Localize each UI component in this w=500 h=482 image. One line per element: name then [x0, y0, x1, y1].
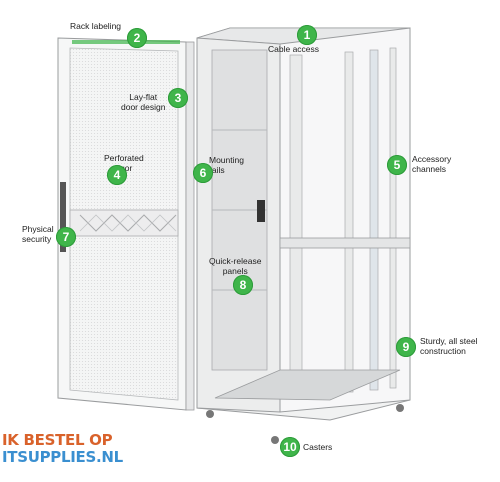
- watermark-line-1: IK BESTEL OP: [2, 431, 113, 449]
- callout-badge-1: 1: [297, 25, 317, 45]
- watermark-line-2: ITSUPPLIES.NL: [2, 448, 123, 466]
- callout-label-physical-security: Physical security: [22, 224, 54, 244]
- callout-label-accessory-channels: Accessory channels: [412, 154, 452, 174]
- rack-label-strip: [72, 40, 180, 44]
- callout-badge-7: 7: [56, 227, 76, 247]
- callout-label-lay-flat-door: Lay-flat door design: [121, 92, 166, 112]
- callout-badge-3: 3: [168, 88, 188, 108]
- callout-badge-10: 10: [280, 437, 300, 457]
- callout-label-casters: Casters: [303, 442, 333, 452]
- callout-badge-2: 2: [127, 28, 147, 48]
- callout-label-mounting-rails: Mounting rails: [209, 155, 244, 175]
- open-door: [57, 37, 195, 411]
- callout-label-quick-release-panels: Quick-release panels: [209, 256, 262, 276]
- callout-label-rack-labeling: Rack labeling: [70, 21, 122, 31]
- callout-badge-9: 9: [396, 337, 416, 357]
- rack-frame: [196, 27, 411, 444]
- callout-label-cable-access: Cable access: [268, 44, 320, 54]
- callout-badge-5: 5: [387, 155, 407, 175]
- callout-badge-8: 8: [233, 275, 253, 295]
- callout-badge-4: 4: [107, 165, 127, 185]
- callout-label-sturdy-construction: Sturdy, all steel construction: [420, 336, 478, 356]
- door-lock: [60, 182, 66, 252]
- callout-badge-6: 6: [193, 163, 213, 183]
